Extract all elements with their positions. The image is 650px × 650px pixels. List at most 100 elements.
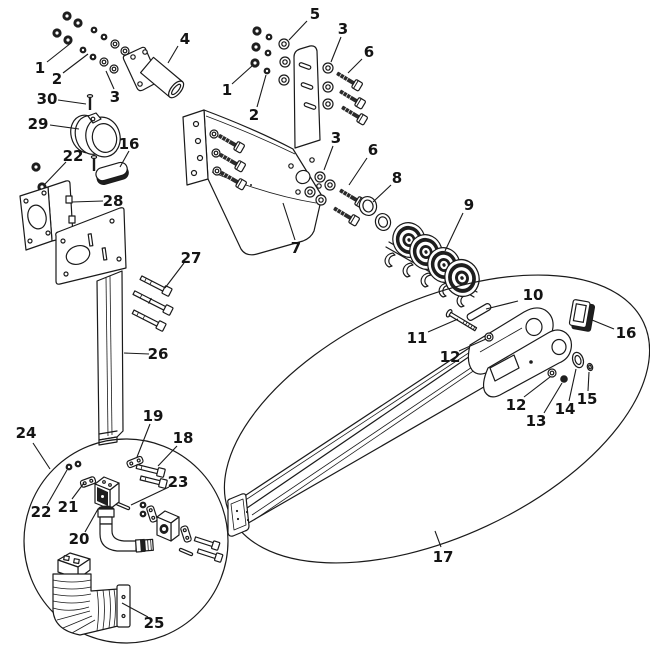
callout-leader-21 (71, 482, 85, 500)
callout-leader-16 (591, 319, 615, 330)
callout-leader-29 (49, 124, 80, 130)
callout-27: 27 (181, 249, 202, 267)
callout-20: 20 (69, 530, 90, 548)
callout-leader-18 (157, 445, 178, 467)
callout-leader-2 (62, 53, 89, 74)
callout-12: 12 (506, 396, 527, 414)
hardware-washers-bolts-upper (322, 62, 369, 126)
callout-leader-23 (130, 486, 170, 506)
callout-leader-3 (105, 70, 115, 90)
callout-15: 15 (577, 390, 598, 408)
part-square-plug (568, 299, 596, 332)
part-roller-stack (384, 217, 485, 308)
callout-leader-20 (84, 508, 99, 533)
part-ring-15 (586, 362, 594, 372)
callout-28: 28 (103, 192, 124, 210)
part-acorn-nut (560, 375, 568, 383)
part-washer-12b (547, 368, 557, 378)
callout-13: 13 (526, 412, 547, 430)
callout-1: 1 (35, 59, 45, 77)
callout-leader-22 (44, 161, 67, 185)
callout-leader-6 (348, 157, 368, 186)
callout-7: 7 (291, 239, 301, 257)
detail-ellipse (223, 274, 650, 564)
callout-14: 14 (555, 400, 576, 418)
hardware-cluster-center (250, 26, 291, 86)
part-oring-washers (358, 195, 392, 232)
callout-11: 11 (407, 329, 428, 347)
callout-6: 6 (368, 141, 378, 159)
callout-25: 25 (144, 614, 165, 632)
callout-layer: 1234302922162827261253636789101112161213… (16, 5, 637, 632)
callout-leader-28 (71, 200, 104, 203)
part-nuts-left (31, 162, 47, 192)
callout-leader-17 (434, 530, 442, 548)
part-beam (227, 324, 506, 537)
callout-leader-1 (46, 42, 72, 63)
callout-leader-12 (523, 376, 551, 398)
callout-17: 17 (433, 548, 454, 566)
callout-leader-24 (32, 442, 51, 470)
callout-3: 3 (331, 129, 341, 147)
detail-circle (23, 438, 229, 644)
part-washer-14 (571, 351, 585, 369)
callout-leader-30 (57, 99, 87, 105)
callout-23: 23 (168, 473, 189, 491)
callout-leader-22 (46, 469, 68, 506)
part-oval-cap (95, 161, 129, 186)
callout-21: 21 (58, 498, 79, 516)
callout-2: 2 (52, 70, 62, 88)
detail-circle-contents (52, 455, 224, 636)
callout-leader-14 (568, 368, 577, 402)
callout-leader-13 (543, 382, 563, 414)
callout-8: 8 (392, 169, 402, 187)
callout-18: 18 (173, 429, 194, 447)
callout-16: 16 (616, 324, 637, 342)
callout-leader-11 (427, 318, 459, 333)
callout-leader-8 (372, 184, 392, 203)
callout-22: 22 (31, 503, 52, 521)
callout-leader-9 (444, 212, 464, 252)
callout-24: 24 (16, 424, 37, 442)
callout-leader-2 (256, 74, 267, 108)
callout-leader-27 (164, 262, 185, 289)
part-long-bolt (445, 309, 478, 332)
callout-29: 29 (28, 115, 49, 133)
callout-leader-26 (123, 352, 150, 355)
callout-9: 9 (464, 196, 474, 214)
callout-leader-15 (587, 371, 590, 392)
callout-leader-6 (347, 58, 363, 74)
callout-3: 3 (338, 20, 348, 38)
callout-26: 26 (148, 345, 169, 363)
part-main-bracket (182, 45, 323, 256)
part-washer-12a (484, 332, 494, 342)
callout-leader-3 (330, 36, 342, 63)
callout-leader-3 (323, 145, 334, 171)
callout-5: 5 (310, 5, 320, 23)
callout-12: 12 (440, 348, 461, 366)
callout-30: 30 (37, 90, 58, 108)
part-small-bracket (19, 180, 76, 251)
callout-2: 2 (249, 106, 259, 124)
callout-1: 1 (222, 81, 232, 99)
callout-leader-7 (282, 202, 296, 241)
callout-leader-19 (136, 423, 151, 458)
callout-leader-10 (485, 300, 519, 310)
hardware-cluster-topleft (52, 11, 130, 74)
callout-leader-16 (119, 150, 130, 168)
callout-19: 19 (143, 407, 164, 425)
callout-10: 10 (523, 286, 544, 304)
callout-3: 3 (110, 88, 120, 106)
callout-leader-5 (288, 20, 308, 41)
callout-leader-12 (458, 338, 487, 352)
part-post-channel (55, 207, 127, 446)
callout-4: 4 (180, 30, 190, 48)
part-clevis-pin (466, 303, 492, 321)
callout-16: 16 (119, 135, 140, 153)
callout-leader-4 (167, 45, 179, 64)
callout-leader-25 (121, 602, 149, 618)
callout-leader-1 (231, 65, 253, 85)
part-roller-wheel (70, 112, 121, 158)
